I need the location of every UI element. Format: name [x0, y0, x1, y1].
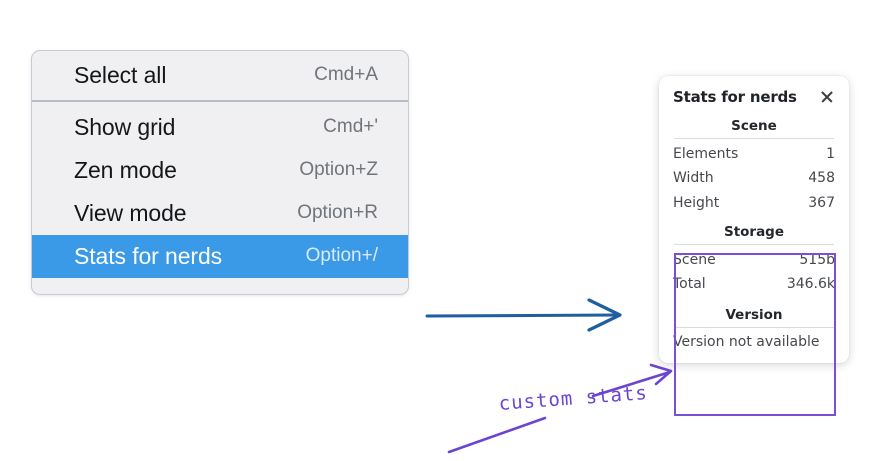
menu-item-label: Select all [74, 61, 167, 88]
menu-item-label: Show grid [74, 113, 176, 140]
section-title: Storage [723, 223, 785, 240]
stats-section-version: Version Version not available [673, 305, 835, 351]
blue-arrow [425, 298, 622, 332]
menu-item-view-mode[interactable]: View mode Option+R [32, 192, 408, 235]
menu-item-label: View mode [74, 199, 187, 226]
stats-row: Total 346.6k [673, 272, 835, 296]
stats-row-key: Scene [673, 251, 716, 268]
menu-item-shortcut: Option+Z [299, 159, 378, 180]
section-divider [674, 243, 834, 245]
section-title: Scene [731, 118, 777, 134]
stats-row: Width 458 [673, 166, 835, 190]
version-status-text: Version not available [673, 334, 820, 351]
menu-bottom-padding [32, 278, 408, 294]
menu-item-zen-mode[interactable]: Zen mode Option+Z [32, 149, 408, 192]
stats-row-value: 458 [808, 170, 835, 187]
menu-item-shortcut: Option+/ [305, 245, 378, 266]
menu-item-select-all[interactable]: Select all Cmd+A [32, 54, 408, 97]
annotation-custom-stats-label: custom stats [498, 382, 649, 415]
menu-item-shortcut: Cmd+A [314, 64, 378, 85]
menu-item-label: Stats for nerds [74, 242, 223, 269]
section-divider [674, 138, 834, 139]
stats-row-value: 367 [808, 194, 835, 211]
menu-item-stats-for-nerds[interactable]: Stats for nerds Option+/ [32, 235, 408, 278]
stats-row-key: Height [673, 194, 720, 211]
stats-row: Scene 515b [673, 248, 835, 272]
stats-section-storage: Storage Scene 515b Total 346.6k [673, 222, 835, 297]
purple-tail-line [447, 416, 547, 454]
context-menu[interactable]: Select all Cmd+A Show grid Cmd+' Zen mod… [31, 50, 409, 295]
menu-item-shortcut: Cmd+' [323, 116, 378, 137]
stats-row-key: Total [673, 276, 706, 293]
menu-item-label: Zen mode [74, 156, 177, 183]
stats-panel-header: Stats for nerds [673, 88, 835, 106]
stats-row-value: 1 [826, 146, 835, 162]
menu-item-show-grid[interactable]: Show grid Cmd+' [32, 106, 408, 149]
stats-row-key: Width [673, 170, 714, 187]
stats-for-nerds-panel: Stats for nerds Scene Elements 1 Width 4… [659, 76, 849, 364]
stats-row-key: Elements [673, 146, 739, 162]
stats-row: Height 367 [673, 191, 835, 215]
stats-section-scene: Scene Elements 1 Width 458 Height 367 [673, 116, 835, 215]
close-icon[interactable] [819, 89, 835, 105]
section-divider [674, 327, 834, 329]
stats-row-value: 346.6k [786, 276, 835, 293]
stats-panel-title: Stats for nerds [673, 88, 797, 106]
section-title: Version [725, 307, 783, 324]
menu-group-separator [32, 100, 408, 102]
menu-item-shortcut: Option+R [297, 202, 378, 223]
stats-row: Elements 1 [673, 142, 835, 166]
stats-row-value: 515b [799, 251, 835, 268]
